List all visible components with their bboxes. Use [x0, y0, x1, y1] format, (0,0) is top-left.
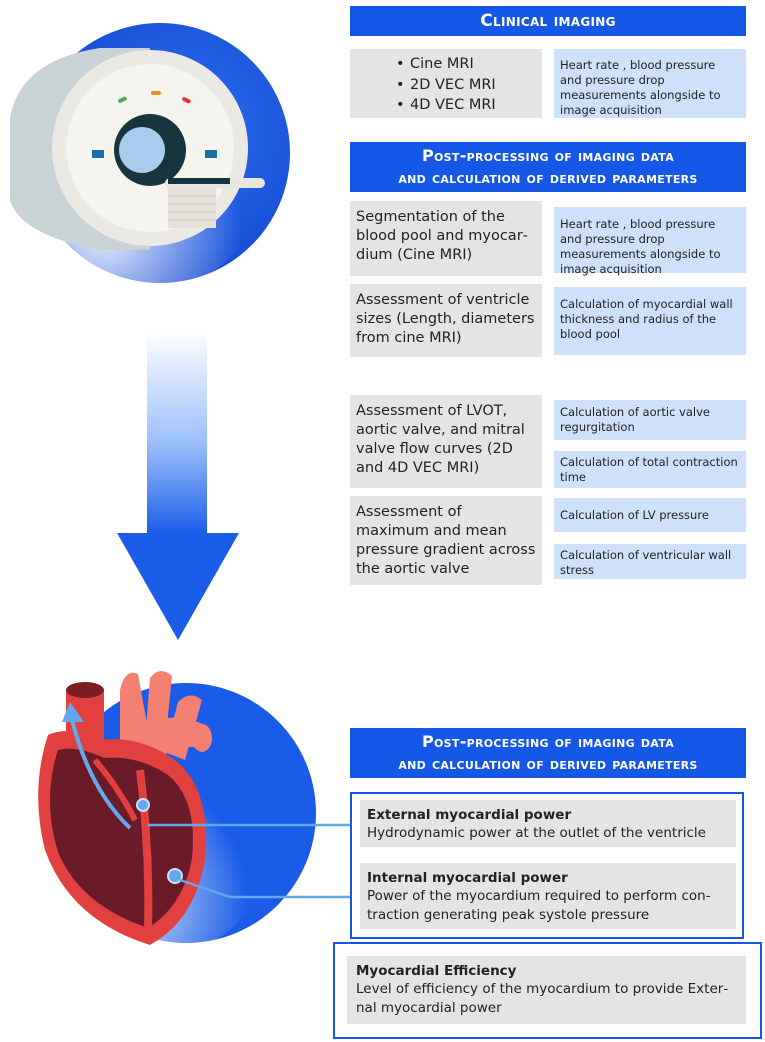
internal-power-title: Internal myocardial power: [367, 870, 568, 886]
external-power-desc: Hydrodynamic power at the outlet of the …: [367, 825, 706, 841]
left-illustrations: [10, 23, 350, 955]
internal-power-desc: Power of the myocardium required to perf…: [367, 888, 711, 923]
efficiency-box: Myocardial Efficiency Level of efficienc…: [347, 956, 746, 1024]
internal-power-box: Internal myocardial power Power of the m…: [360, 863, 736, 929]
bullet-2d-vec-mri: 2D VEC MRI: [396, 75, 496, 96]
postproc-header-1-line1: Post-processing of imaging data: [421, 146, 675, 165]
ventricle-size-box: Assessment of ventricle sizes (Length, d…: [350, 284, 542, 357]
ventricle-size-note: Calculation of myocardial wall thickness…: [554, 287, 746, 355]
efficiency-desc: Level of efficiency of the myocardium to…: [356, 981, 729, 1016]
postproc-header-1-line2: and calculation of derived parameters: [398, 168, 698, 187]
segmentation-note: Heart rate , blood pressure and pressure…: [554, 207, 746, 276]
postproc-header-2: Post-processing of imaging data and calc…: [350, 728, 746, 778]
bullet-4d-vec-mri: 4D VEC MRI: [396, 95, 496, 116]
pressure-gradient-box: Assessment of maximum and mean pressure …: [350, 496, 542, 585]
postproc-header-2-line2: and calculation of derived parameters: [398, 754, 698, 773]
mri-scanner-icon: [10, 23, 290, 290]
clinical-bullets-box: Cine MRI 2D VEC MRI 4D VEC MRI: [350, 49, 542, 118]
clinical-note: Heart rate , blood pressure and pressure…: [554, 49, 746, 118]
clinical-imaging-header: Clinical imaging: [350, 6, 746, 36]
lv-pressure-note: Calculation of LV pressure: [554, 498, 746, 532]
down-arrow-icon: [117, 330, 239, 640]
postproc-header-2-line1: Post-processing of imaging data: [421, 732, 675, 751]
heart-icon: [38, 670, 316, 955]
contraction-time-note: Calculation of total contraction time: [554, 451, 746, 488]
wall-stress-note: Calculation of ventricular wall stress: [554, 544, 746, 579]
segmentation-box: Segmentation of the blood pool and myoca…: [350, 201, 542, 276]
external-power-title: External myocardial power: [367, 807, 572, 823]
bullet-cine-mri: Cine MRI: [396, 54, 496, 75]
lvot-box: Assessment of LVOT, aortic valve, and mi…: [350, 395, 542, 488]
efficiency-title: Myocardial Efficiency: [356, 963, 517, 979]
myocardial-power-panel: [350, 792, 744, 939]
efficiency-panel: [333, 942, 762, 1039]
external-power-box: External myocardial power Hydrodynamic p…: [360, 800, 736, 847]
postproc-header-1: Post-processing of imaging data and calc…: [350, 142, 746, 192]
aortic-regurgitation-note: Calculation of aortic valve regurgi­tati…: [554, 400, 746, 440]
